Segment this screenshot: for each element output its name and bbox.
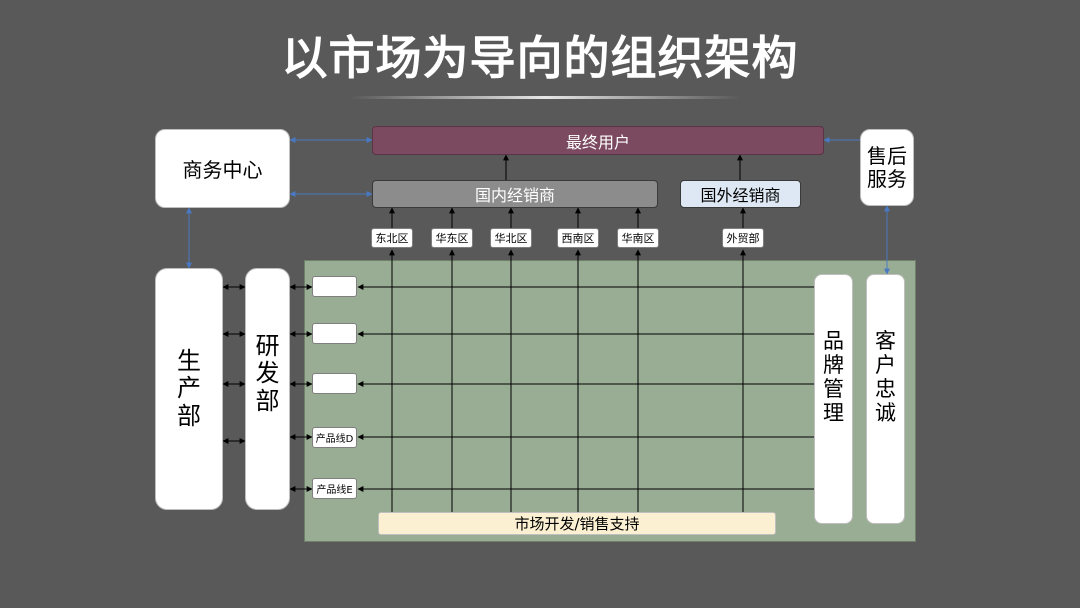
end-user-box: 最终用户 [372,126,824,155]
brand-management-box: 品牌管理 [814,274,853,524]
end-user-label: 最终用户 [565,132,630,152]
product-line [312,323,357,344]
rnd-label: 研发部 [255,331,280,415]
business-center-box: 商务中心 [155,129,290,208]
product-line: 产品线E [312,478,357,499]
black-connectors [222,154,814,512]
foreign-distributor-box: 国外经销商 [680,180,801,208]
market-support-box: 市场开发/销售支持 [378,512,776,535]
region-label: 华东区 [431,228,473,248]
region-label: 华南区 [617,228,659,248]
region-label: 外贸部 [722,228,764,248]
market-support-label: 市场开发/销售支持 [514,515,640,533]
product-line [312,373,357,394]
business-center-label: 商务中心 [182,158,263,182]
blue-connectors [186,137,890,275]
after-sales-box: 售后服务 [860,129,914,206]
foreign-distributor-label: 国外经销商 [700,186,781,205]
domestic-distributor-box: 国内经销商 [372,180,658,208]
production-box: 生产部 [155,268,223,510]
customer-loyalty-label: 客户忠诚 [875,328,896,426]
region-label: 西南区 [557,228,599,248]
after-sales-label: 售后服务 [867,143,907,191]
region-label: 华北区 [490,228,532,248]
title-underline [350,96,740,99]
rnd-box: 研发部 [245,268,290,510]
production-label: 生产部 [177,346,201,430]
customer-loyalty-box: 客户忠诚 [866,274,905,524]
brand-management-label: 品牌管理 [823,328,844,426]
product-line: 产品线D [312,427,357,448]
product-line [312,276,357,297]
domestic-distributor-label: 国内经销商 [474,186,555,205]
page-title: 以市场为导向的组织架构 [281,31,799,85]
region-label: 东北区 [371,228,413,248]
